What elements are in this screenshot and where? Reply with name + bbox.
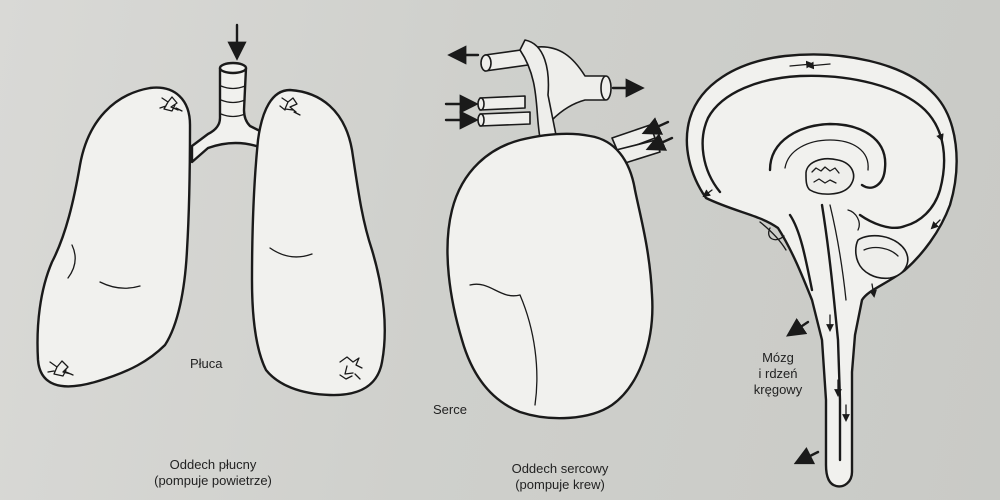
brain-outline — [685, 53, 958, 488]
heart — [446, 132, 654, 420]
arrow-in-right-1 — [641, 117, 670, 135]
heart-caption-line1: Oddech sercowy — [511, 461, 609, 476]
brain-spine-illustration — [685, 53, 958, 488]
brain-label-line2: i rdzeń — [758, 366, 798, 381]
arrow-outflow-1 — [786, 318, 810, 337]
alveoli-detail — [47, 96, 363, 380]
heart-illustration — [444, 39, 674, 420]
lungs-caption-line2: (pompuje powietrze) — [154, 473, 272, 488]
arrow-in-right-2 — [645, 133, 674, 151]
vessel-left-2 — [479, 111, 531, 127]
lungs-caption-line1: Oddech płucny — [169, 457, 257, 472]
thalamus — [805, 158, 855, 195]
cerebellum — [854, 234, 909, 280]
vessel-left-1 — [479, 95, 526, 111]
lungs-illustration — [36, 23, 386, 397]
lungs-label: Płuca — [190, 356, 223, 371]
brain-label-line3: kręgowy — [753, 382, 803, 397]
right-lung — [250, 88, 386, 397]
trachea — [190, 61, 264, 164]
left-lung — [36, 86, 192, 388]
heart-label: Serce — [433, 402, 467, 417]
arrow-outflow-2 — [793, 446, 820, 465]
brain-label-line1: Mózg — [762, 350, 794, 365]
heart-caption-line2: (pompuje krew) — [515, 477, 605, 492]
